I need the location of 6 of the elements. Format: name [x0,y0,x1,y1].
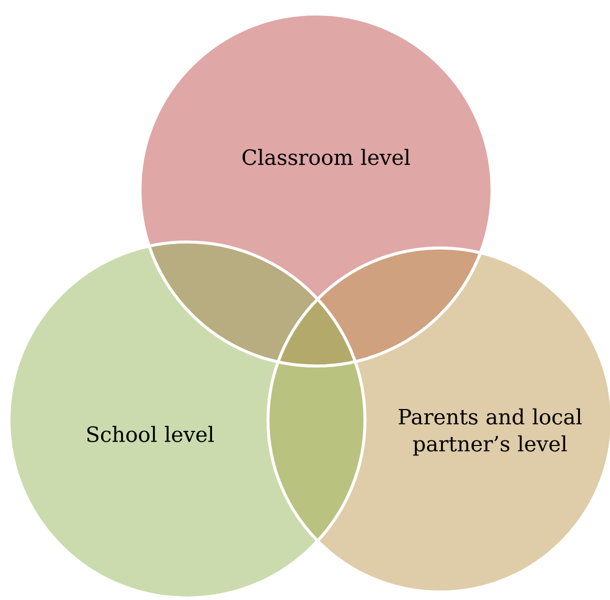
circle-label: Classroom level [242,148,410,166]
circle-label: Parents and local partner’s level [398,408,582,456]
circle-outline [266,246,610,594]
circle-outline [138,12,494,368]
circle-outline [8,240,366,600]
circle-label: School level [87,426,214,442]
